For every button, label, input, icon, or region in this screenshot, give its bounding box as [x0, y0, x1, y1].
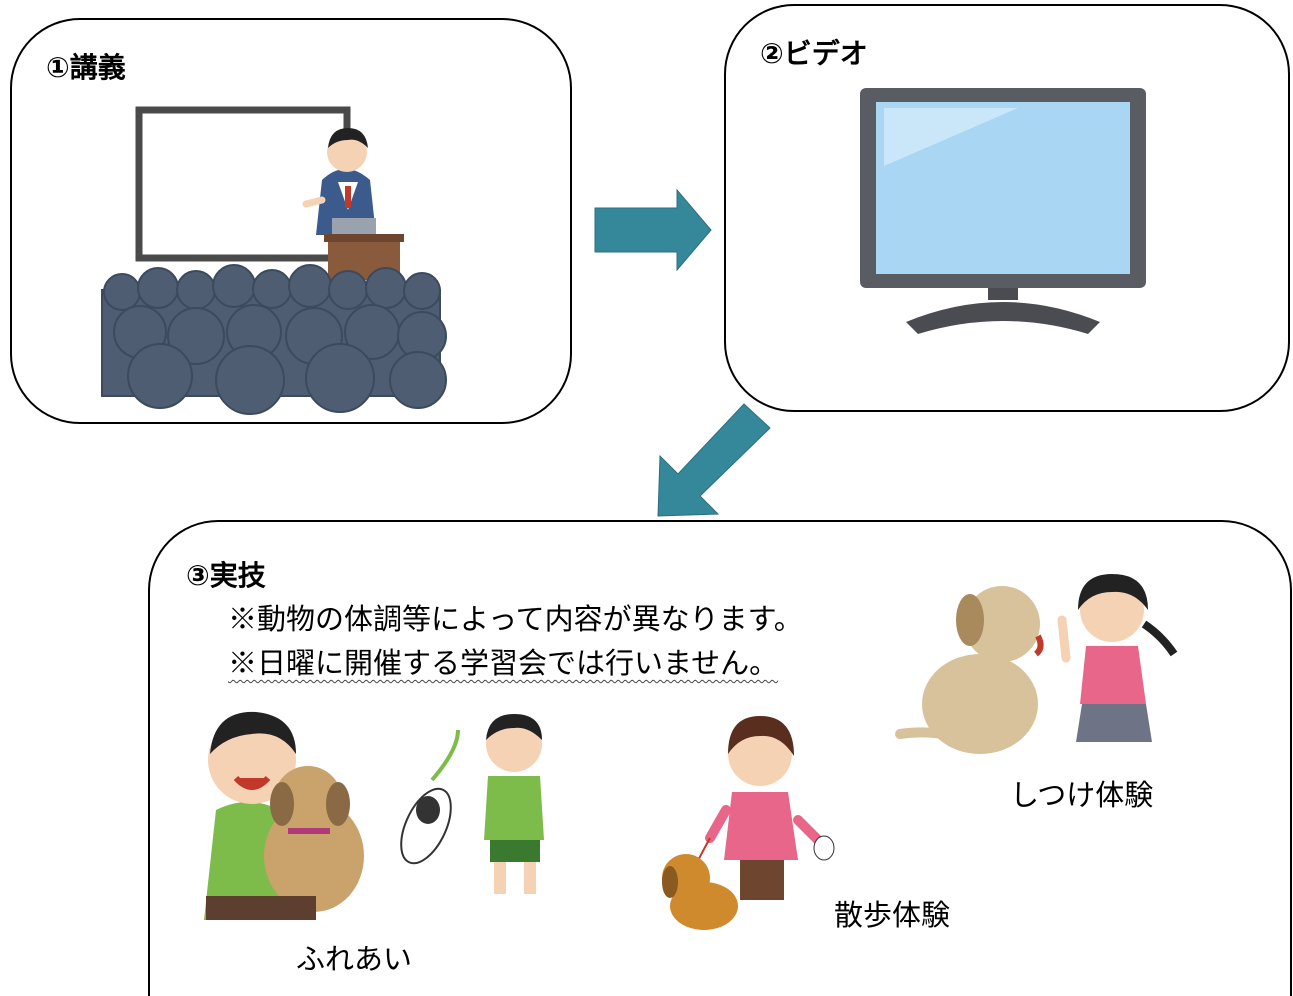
- presenter-figure: [302, 128, 376, 236]
- lecture-illustration: [101, 106, 447, 415]
- boy-hugging-dog-illustration: [204, 711, 364, 920]
- caption-fureai: ふれあい: [296, 942, 413, 976]
- step-video-title: ②ビデオ: [760, 37, 868, 70]
- arrow-down-left: [657, 403, 771, 517]
- caption-shitsuke: しつけ体験: [1010, 778, 1154, 812]
- arrow-right: [594, 188, 712, 272]
- girl-walking-dog-illustration: [662, 716, 835, 930]
- note-sunday: ※日曜に開催する学習会では行いません。: [228, 646, 779, 680]
- note-condition: ※動物の体調等によって内容が異なります。: [228, 602, 803, 636]
- tv-monitor-illustration: [860, 88, 1146, 334]
- girl-training-dog-illustration: [895, 574, 1178, 754]
- audience: [101, 264, 447, 415]
- step-lecture-title: ①講義: [46, 51, 126, 84]
- caption-sanpo: 散歩体験: [834, 898, 951, 932]
- boy-playing-with-cat-illustration: [400, 714, 544, 894]
- step-practice-title: ③実技: [186, 559, 266, 592]
